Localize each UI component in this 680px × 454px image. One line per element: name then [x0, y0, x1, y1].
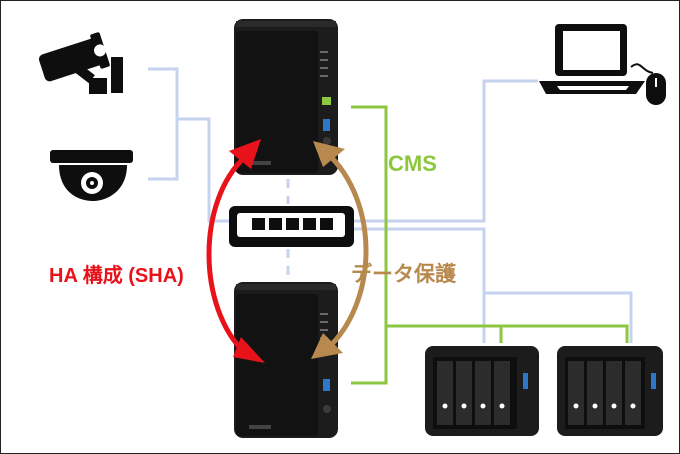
- data-protection-label: データ保護: [351, 263, 456, 286]
- network-switch-icon: [229, 206, 354, 247]
- nas-2bay-icon: [234, 282, 338, 438]
- cms-lines: [351, 105, 629, 385]
- nas-4bay-icon: [425, 346, 539, 436]
- nas-2bay-icon: [234, 19, 338, 175]
- cms-line-top-nas: [351, 105, 388, 385]
- mouse-icon: [630, 63, 666, 105]
- lan-line-laptop: [353, 79, 538, 223]
- dome-camera-icon: [50, 150, 133, 201]
- cms-line-nas-units: [386, 324, 629, 343]
- cms-label: CMS: [388, 151, 437, 176]
- bullet-camera-icon: [38, 32, 123, 94]
- lan-lines: [148, 67, 633, 343]
- laptop-icon: [539, 24, 645, 94]
- ha-arrow: [206, 139, 265, 363]
- data-protection-arrow: [311, 141, 369, 359]
- ha-configuration-label: HA 構成 (SHA): [49, 265, 184, 287]
- lan-line-dome-camera: [148, 119, 179, 181]
- nas-4bay-icon: [557, 346, 663, 436]
